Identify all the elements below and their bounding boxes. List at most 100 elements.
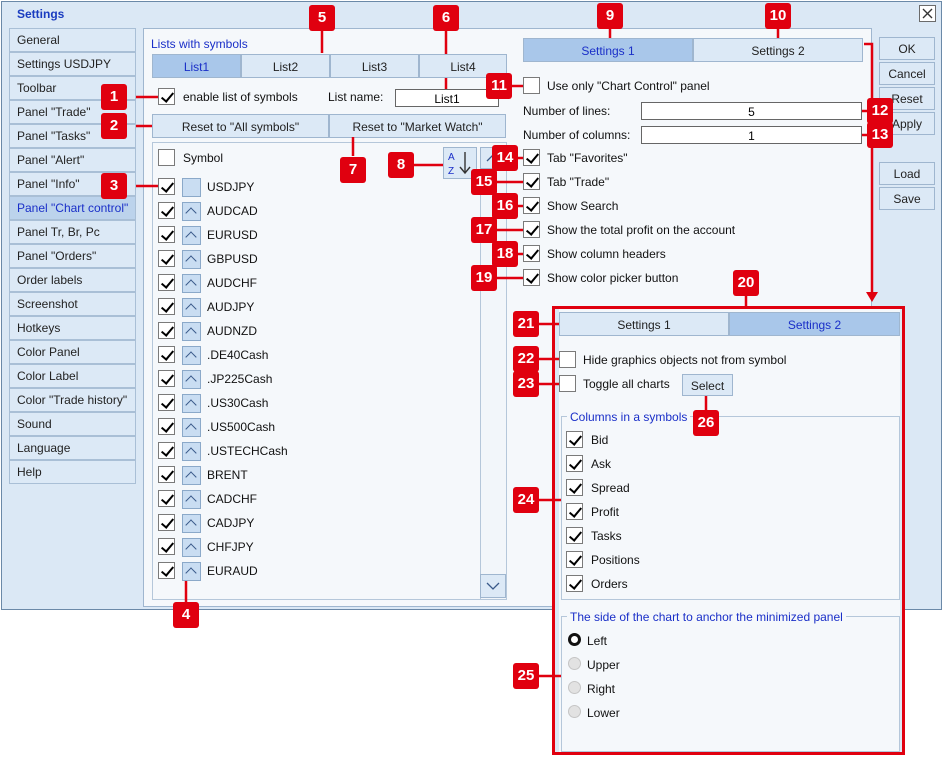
symbol-name: AUDCAD [207, 204, 258, 218]
select-all-checkbox[interactable] [158, 149, 175, 166]
only-chart-control-label: Use only "Chart Control" panel [547, 79, 710, 93]
columns-input[interactable]: 1 [641, 126, 862, 144]
cancel-button[interactable]: Cancel [879, 62, 935, 85]
move-up-button[interactable] [182, 466, 201, 485]
tab-list1[interactable]: List1 [152, 54, 241, 78]
symbol-name: AUDNZD [207, 324, 257, 338]
close-button[interactable] [919, 5, 936, 22]
move-up-button[interactable] [182, 394, 201, 413]
anchor-radio[interactable] [568, 633, 581, 646]
move-up-button[interactable] [182, 322, 201, 341]
reset-all-symbols-button[interactable]: Reset to "All symbols" [152, 114, 329, 138]
callout-badge: 7 [340, 157, 366, 183]
column-checkbox[interactable] [566, 479, 583, 496]
symbol-checkbox[interactable] [158, 418, 175, 435]
sidebar-item[interactable]: Hotkeys [9, 316, 136, 340]
tab-settings1[interactable]: Settings 1 [559, 312, 729, 336]
tab-settings2[interactable]: Settings 2 [693, 38, 863, 62]
anchor-radio[interactable] [568, 705, 581, 718]
scroll-down-button[interactable] [480, 574, 506, 598]
move-up-button[interactable] [182, 562, 201, 581]
sidebar-item[interactable]: Screenshot [9, 292, 136, 316]
symbol-checkbox[interactable] [158, 490, 175, 507]
anchor-radio[interactable] [568, 681, 581, 694]
tab-settings2[interactable]: Settings 2 [729, 312, 900, 336]
move-up-button[interactable] [182, 514, 201, 533]
load-button[interactable]: Load [879, 162, 935, 185]
symbol-checkbox[interactable] [158, 202, 175, 219]
symbol-checkbox[interactable] [158, 562, 175, 579]
chevron-down-icon [486, 582, 500, 590]
select-charts-button[interactable]: Select [682, 374, 733, 396]
sidebar-item[interactable]: Panel Tr, Br, Pc [9, 220, 136, 244]
symbol-checkbox[interactable] [158, 250, 175, 267]
hide-graphics-checkbox[interactable] [559, 351, 576, 368]
sidebar-item[interactable]: Settings USDJPY [9, 52, 136, 76]
column-checkbox[interactable] [566, 527, 583, 544]
column-checkbox[interactable] [566, 503, 583, 520]
anchor-radio[interactable] [568, 657, 581, 670]
symbol-checkbox[interactable] [158, 394, 175, 411]
symbol-list[interactable] [152, 142, 507, 600]
option-checkbox[interactable] [523, 197, 540, 214]
sidebar-item[interactable]: Panel "Orders" [9, 244, 136, 268]
column-checkbox[interactable] [566, 551, 583, 568]
sidebar-item[interactable]: Color Panel [9, 340, 136, 364]
tab-settings1[interactable]: Settings 1 [523, 38, 693, 62]
option-checkbox[interactable] [523, 269, 540, 286]
move-up-button[interactable] [182, 490, 201, 509]
column-checkbox[interactable] [566, 455, 583, 472]
option-checkbox[interactable] [523, 173, 540, 190]
sidebar-item[interactable]: Order labels [9, 268, 136, 292]
only-chart-control-checkbox[interactable] [523, 77, 540, 94]
symbol-checkbox[interactable] [158, 178, 175, 195]
symbol-checkbox[interactable] [158, 442, 175, 459]
symbol-name: USDJPY [207, 180, 255, 194]
ok-button[interactable]: OK [879, 37, 935, 60]
move-up-button[interactable] [182, 298, 201, 317]
symbol-checkbox[interactable] [158, 370, 175, 387]
sidebar-item[interactable]: Panel "Alert" [9, 148, 136, 172]
move-up-button[interactable] [182, 250, 201, 269]
sidebar-item[interactable]: Panel "Chart control" [9, 196, 136, 220]
symbol-checkbox[interactable] [158, 538, 175, 555]
save-button[interactable]: Save [879, 187, 935, 210]
move-up-button[interactable] [182, 226, 201, 245]
move-up-button[interactable] [182, 178, 201, 197]
sidebar-item[interactable]: Color Label [9, 364, 136, 388]
tab-list2[interactable]: List2 [241, 54, 330, 78]
symbol-checkbox[interactable] [158, 514, 175, 531]
toggle-charts-checkbox[interactable] [559, 375, 576, 392]
option-checkbox[interactable] [523, 221, 540, 238]
move-up-button[interactable] [182, 202, 201, 221]
sidebar-item[interactable]: Language [9, 436, 136, 460]
sidebar-item[interactable]: Help [9, 460, 136, 484]
sidebar-item[interactable]: Color "Trade history" [9, 388, 136, 412]
move-up-button[interactable] [182, 442, 201, 461]
move-up-button[interactable] [182, 274, 201, 293]
sidebar-item[interactable]: General [9, 28, 136, 52]
symbol-checkbox[interactable] [158, 466, 175, 483]
column-checkbox[interactable] [566, 575, 583, 592]
move-up-button[interactable] [182, 538, 201, 557]
reset-market-watch-button[interactable]: Reset to "Market Watch" [329, 114, 506, 138]
symbol-checkbox[interactable] [158, 346, 175, 363]
symbol-name: EURAUD [207, 564, 258, 578]
option-checkbox[interactable] [523, 245, 540, 262]
option-checkbox[interactable] [523, 149, 540, 166]
enable-list-checkbox[interactable] [158, 88, 175, 105]
symbol-checkbox[interactable] [158, 274, 175, 291]
symbol-checkbox[interactable] [158, 226, 175, 243]
move-up-button[interactable] [182, 370, 201, 389]
lines-input[interactable]: 5 [641, 102, 862, 120]
move-up-button[interactable] [182, 418, 201, 437]
move-up-button[interactable] [182, 346, 201, 365]
callout-badge: 14 [492, 145, 518, 171]
sidebar-item[interactable]: Sound [9, 412, 136, 436]
list-name-input[interactable]: List1 [395, 89, 499, 107]
symbol-checkbox[interactable] [158, 322, 175, 339]
tab-list3[interactable]: List3 [330, 54, 419, 78]
column-checkbox[interactable] [566, 431, 583, 448]
lines-label: Number of lines: [523, 104, 611, 118]
symbol-checkbox[interactable] [158, 298, 175, 315]
